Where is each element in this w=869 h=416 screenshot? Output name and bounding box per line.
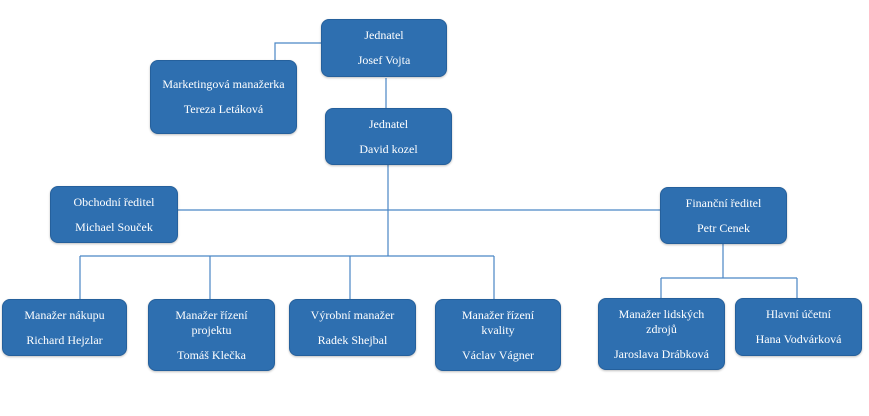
node-obchodni-reditel: Obchodní ředitel Michael Souček [50,186,178,243]
node-title: Jednatel [368,116,409,131]
node-person-name: Václav Vágner [461,347,535,362]
node-title: Výrobní manažer [310,307,395,322]
node-manazer-nakupu: Manažer nákupu Richard Hejzlar [2,299,127,356]
node-person-name: Tomáš Klečka [177,347,246,362]
node-jednatel-josef-vojta: Jednatel Josef Vojta [321,19,447,77]
node-manazer-rizeni-projektu: Manažer řízení projektu Tomáš Klečka [148,299,275,371]
node-person-name: Radek Shejbal [317,332,388,347]
node-title: Manažer řízení kvality [461,307,535,337]
node-person-name: Jaroslava Drábková [614,346,709,361]
node-title: Marketingová manažerka [162,77,285,91]
node-title: Manažer nákupu [24,307,105,322]
node-title: Finanční ředitel [685,195,762,210]
node-jednatel-david-kozel: Jednatel David kozel [325,108,452,165]
node-title: Manažer řízení projektu [175,307,248,337]
node-person-name: Petr Cenek [697,220,750,235]
node-person-name: Hana Vodvárková [755,332,842,346]
node-financni-reditel: Finanční ředitel Petr Cenek [660,187,787,244]
node-manazer-rizeni-kvality: Manažer řízení kvality Václav Vágner [435,299,561,371]
node-title: Hlavní účetní [766,307,831,321]
node-hlavni-ucetni: Hlavní účetní Hana Vodvárková [735,298,862,356]
node-manazer-lidskych-zdroju: Manažer lidských zdrojů Jaroslava Drábko… [598,298,725,370]
node-person-name: David kozel [359,141,418,156]
node-person-name: Michael Souček [75,219,153,234]
connector-jednatel1-marketing [274,42,321,60]
node-title: Obchodní ředitel [73,194,155,209]
node-person-name: Richard Hejzlar [26,332,103,347]
node-vyrobni-manazer: Výrobní manažer Radek Shejbal [289,299,416,356]
node-person-name: Josef Vojta [357,53,411,67]
node-title: Jednatel [364,28,404,42]
node-title: Manažer lidských zdrojů [618,306,705,336]
node-person-name: Tereza Letáková [183,102,264,116]
node-marketing-manazerka: Marketingová manažerka Tereza Letáková [150,60,297,134]
